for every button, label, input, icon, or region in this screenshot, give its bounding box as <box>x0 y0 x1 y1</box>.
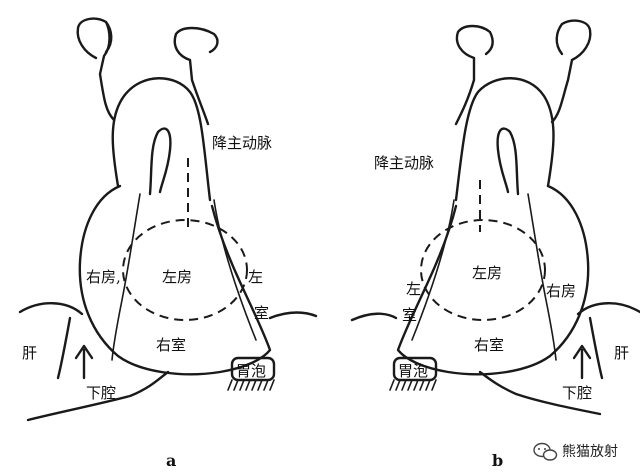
panel-b-left-ventricle-label-2: 室 <box>402 306 417 324</box>
panel-b-stomach-bubble-box <box>392 356 438 382</box>
panel-a-left-ventricle-label-1: 左 <box>248 268 263 286</box>
panel-b-right-atrium-label: 右房 <box>546 282 576 300</box>
panel-a-diaphragm-right <box>268 311 318 320</box>
panel-b-right-vessel-hook <box>550 19 592 124</box>
panel-b-left-atrium-dashed <box>420 219 546 321</box>
panel-b-atrial-septum <box>527 193 557 361</box>
panel-a-right-atrium-label: 右房, <box>86 268 121 286</box>
panel-a-aortic-arch <box>111 77 212 202</box>
panel-a-inner-arch <box>148 127 172 196</box>
panel-b-diaphragm-left <box>350 312 398 322</box>
panel-a-right-vessel-hook <box>173 26 219 126</box>
panel-b-letter: b <box>492 451 503 470</box>
panel-b-lv-wall <box>411 199 455 341</box>
panel-a-letter: a <box>166 451 176 470</box>
panel-b-right-ventricle-label: 右室 <box>474 336 504 354</box>
panel-a-ivc-arrow <box>74 344 94 380</box>
panel-a-liver-label: 肝 <box>22 344 37 362</box>
panel-b-stomach-bubble-label: 胃泡 <box>398 362 428 380</box>
panel-a-left-atrium-label: 左房 <box>162 268 192 286</box>
watermark: 熊猫放射 <box>533 442 618 461</box>
panel-b-ivc-label: 下腔 <box>562 384 592 402</box>
watermark-text: 熊猫放射 <box>562 444 618 460</box>
panel-b-heart-outline <box>396 184 590 376</box>
panel-a-left-vessel-hook <box>76 17 116 122</box>
panel-b-left-atrium-label: 左房 <box>472 264 502 282</box>
panel-a-left-atrium-dashed <box>122 219 248 321</box>
panel-a-drawing: 降主动脉 右房, 左房 左 室 右室 胃泡 肝 下腔 a <box>18 17 318 470</box>
panel-a-ivc-label: 下腔 <box>86 384 116 402</box>
panel-a-heart-outline <box>78 184 272 376</box>
panel-b-left-ventricle-label-1: 左 <box>406 280 421 298</box>
panel-b-inner-arch <box>496 127 520 196</box>
panel-b-descending-aorta-label: 降主动脉 <box>374 154 434 172</box>
panel-a-descending-aorta-label: 降主动脉 <box>212 134 272 152</box>
panel-b-stomach-hatch <box>389 379 437 391</box>
panel-b-left-vessel-hook <box>454 24 494 126</box>
panel-a-left-ventricle-label-2: 室 <box>254 304 269 322</box>
panel-a-right-ventricle-label: 右室 <box>156 336 186 354</box>
panel-a-stomach-hatch <box>227 379 275 391</box>
panel-a-stomach-bubble-box <box>230 356 276 382</box>
panel-b-liver-label: 肝 <box>614 344 629 362</box>
panel-b-drawing: 降主动脉 左房 右房 左 室 右室 胃泡 肝 下腔 b <box>350 19 640 470</box>
wechat-icon <box>533 442 558 461</box>
panel-b-liver-outline <box>478 302 640 416</box>
panel-a-atrial-septum <box>111 193 141 361</box>
panel-b-aortic-arch <box>454 77 555 202</box>
panel-a-stomach-bubble-label: 胃泡 <box>236 362 266 380</box>
panel-a-liver-outline <box>18 302 170 422</box>
panel-a-lv-wall <box>213 199 257 341</box>
panel-b-ivc-arrow <box>572 344 592 380</box>
